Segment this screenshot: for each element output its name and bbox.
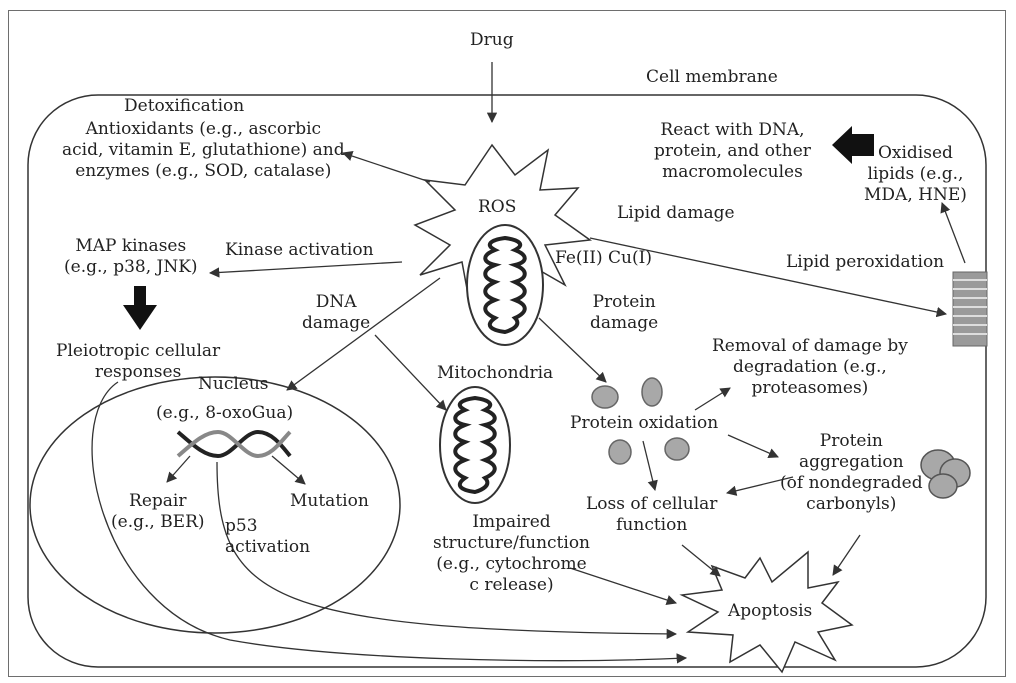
label-dna-damage: DNA damage [302, 292, 370, 334]
arrow-oxidation-to-loss [643, 441, 655, 490]
arrow-ros-to-detox [343, 153, 430, 182]
dna-helix-icon [178, 432, 290, 456]
mitochondrion-lower [440, 387, 510, 503]
label-oxidised-lipids: Oxidised lipids (e.g., MDA, HNE) [864, 143, 967, 206]
arrow-lipid-to-react [942, 203, 965, 263]
label-pleiotropic: Pleiotropic cellular responses [56, 341, 220, 383]
label-drug: Drug [470, 30, 514, 51]
arrow-loss-to-apoptosis [682, 545, 720, 576]
label-p53: p53 activation [225, 516, 310, 558]
label-apoptosis: Apoptosis [728, 601, 812, 622]
label-protein-aggregation: Protein aggregation (of nondegraded carb… [780, 431, 923, 515]
arrow-ros-to-kinase [210, 262, 402, 273]
label-loss: Loss of cellular function [586, 494, 717, 536]
label-mutation: Mutation [290, 491, 369, 512]
label-cell-membrane: Cell membrane [646, 67, 778, 88]
mitochondrion-upper [467, 225, 543, 345]
label-protein-oxidation: Protein oxidation [570, 413, 718, 434]
label-nucleus: Nucleus [198, 374, 269, 395]
label-mitochondria: Mitochondria [437, 363, 553, 384]
label-repair: Repair (e.g., BER) [111, 491, 205, 533]
arrow-oxidation-to-aggregation [728, 435, 778, 457]
label-protein-damage: Protein damage [590, 292, 658, 334]
lipid-bilayer-icon [953, 272, 987, 346]
label-lipid-damage: Lipid damage [617, 203, 735, 224]
protein-aggregate [921, 450, 970, 498]
label-oxogua: (e.g., 8-oxoGua) [156, 403, 293, 424]
arrow-dna-to-mutation [272, 456, 305, 484]
bold-arrow-kinase-to-responses [123, 286, 157, 330]
label-metals: Fe(II) Cu(I) [555, 248, 652, 269]
label-impaired: Impaired structure/function (e.g., cytoc… [433, 512, 590, 596]
label-react: React with DNA, protein, and other macro… [654, 120, 811, 183]
label-removal: Removal of damage by degradation (e.g., … [712, 336, 908, 399]
label-antioxidants: Antioxidants (e.g., ascorbic acid, vitam… [62, 119, 345, 182]
arrow-dna-to-repair [167, 456, 190, 482]
arrow-aggregation-to-apoptosis [833, 535, 860, 575]
label-lipid-peroxidation: Lipid peroxidation [786, 252, 944, 273]
label-ros: ROS [478, 197, 516, 218]
label-kinase-activation: Kinase activation [225, 240, 374, 261]
label-map-kinases: MAP kinases (e.g., p38, JNK) [64, 236, 198, 278]
label-detoxification: Detoxification [124, 96, 244, 117]
arrow-dna-to-mito [375, 335, 446, 410]
